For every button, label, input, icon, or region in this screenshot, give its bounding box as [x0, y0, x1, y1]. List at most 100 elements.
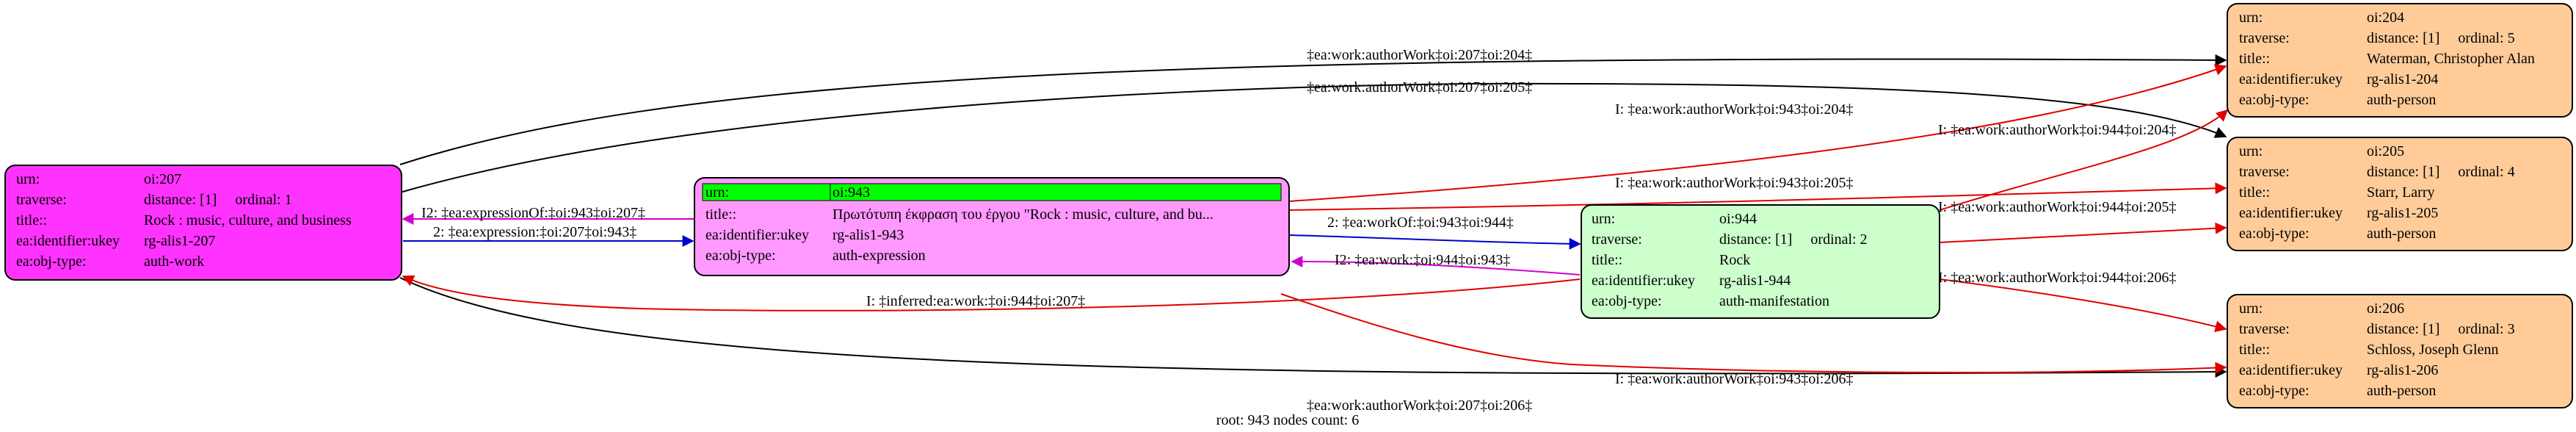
field-value: rg-alis1-204 — [2367, 71, 2438, 87]
field-value: oi:204 — [2367, 10, 2404, 26]
edge-207-206[interactable] — [399, 277, 2227, 378]
field-key: urn: — [705, 184, 729, 201]
field-value: Starr, Larry — [2367, 184, 2435, 201]
node-box — [2227, 294, 2573, 408]
field-value: Waterman, Christopher Alan — [2367, 51, 2535, 67]
edge-944-205[interactable] — [1939, 222, 2227, 243]
field-key: traverse: — [1592, 231, 1642, 248]
edge-943-204[interactable] — [1288, 64, 2227, 202]
edge-944-207-inferred[interactable] — [402, 275, 1581, 312]
edge-label-943-206: I: ‡ea:work:authorWork‡oi:943‡oi:206‡ — [1615, 371, 1853, 387]
node-oi-205[interactable]: urn: oi:205 traverse: distance: [1] ordi… — [2227, 137, 2573, 251]
field-value: oi:207 — [144, 171, 181, 187]
field-value: oi:944 — [1719, 211, 1757, 227]
field-key: urn: — [16, 171, 40, 187]
edge-207-205[interactable] — [399, 82, 2227, 193]
edge-label-943-205: I: ‡ea:work:authorWork‡oi:943‡oi:205‡ — [1615, 175, 1853, 191]
field-value: distance: [1] ordinal: 4 — [2367, 164, 2515, 180]
edge-label-944-205: I: ‡ea:work:authorWork‡oi:944‡oi:205‡ — [1938, 199, 2176, 215]
field-key: title:: — [16, 212, 47, 228]
field-value: oi:943 — [832, 184, 870, 201]
node-box — [2227, 137, 2573, 251]
edge-label-944-943-work: I2: ‡ea:work:‡oi:944‡oi:943‡ — [1335, 252, 1510, 268]
field-key: urn: — [1592, 211, 1615, 227]
field-value: distance: [1] ordinal: 2 — [1719, 231, 1868, 248]
field-value: rg-alis1-207 — [144, 233, 215, 249]
field-value: rg-alis1-206 — [2367, 362, 2438, 378]
field-value: rg-alis1-944 — [1719, 273, 1790, 289]
edge-label-943-944-workof: 2: ‡ea:workOf:‡oi:943‡oi:944‡ — [1327, 215, 1514, 231]
field-value: Schloss, Joseph Glenn — [2367, 342, 2498, 358]
edge-label-207-206: ‡ea:work:authorWork‡oi:207‡oi:206‡ — [1307, 397, 1532, 414]
field-key: urn: — [2239, 143, 2263, 159]
field-value: auth-person — [2367, 226, 2436, 242]
edge-944-943-work[interactable] — [1291, 256, 1581, 276]
field-key: ea:identifier:ukey — [16, 233, 120, 249]
field-value: Πρωτότυπη έκφραση του έργου "Rock : musi… — [832, 206, 1213, 223]
edge-label-207-205: ‡ea:work:authorWork‡oi:207‡oi:205‡ — [1307, 79, 1532, 96]
field-key: ea:identifier:ukey — [2239, 362, 2343, 378]
edge-label-207-204: ‡ea:work:authorWork‡oi:207‡oi:204‡ — [1307, 47, 1532, 63]
edge-label-944-206: I: ‡ea:work:authorWork‡oi:944‡oi:206‡ — [1938, 270, 2176, 286]
edge-943-206[interactable] — [1280, 293, 2227, 374]
graph-footer: root: 943 nodes count: 6 — [1216, 412, 1359, 428]
field-value: rg-alis1-943 — [832, 227, 904, 243]
field-value: auth-manifestation — [1719, 293, 1829, 309]
field-key: traverse: — [2239, 164, 2290, 180]
edge-943-944-workof[interactable] — [1288, 234, 1581, 250]
field-key: ea:obj-type: — [2239, 92, 2310, 108]
field-key: urn: — [2239, 10, 2263, 26]
edge-207-204[interactable] — [399, 54, 2227, 165]
field-key: ea:obj-type: — [2239, 383, 2310, 399]
field-key: ea:obj-type: — [16, 253, 87, 270]
node-oi-944[interactable]: urn: oi:944 traverse: distance: [1] ordi… — [1581, 204, 1940, 319]
field-key: ea:identifier:ukey — [2239, 205, 2343, 221]
field-value: auth-work — [144, 253, 204, 270]
field-key: title:: — [2239, 184, 2270, 201]
urn-value-highlight — [830, 183, 1282, 201]
field-key: title:: — [2239, 51, 2270, 67]
field-key: urn: — [2239, 300, 2263, 317]
edges — [399, 54, 2229, 378]
field-value: Rock : music, culture, and business — [144, 212, 352, 228]
field-value: distance: [1] ordinal: 3 — [2367, 321, 2515, 337]
edge-label-943-207-expressionof: I2: ‡ea:expressionOf:‡oi:943‡oi:207‡ — [421, 205, 645, 221]
node-oi-206[interactable]: urn: oi:206 traverse: distance: [1] ordi… — [2227, 294, 2573, 408]
field-key: title:: — [1592, 252, 1622, 268]
field-value: oi:206 — [2367, 300, 2404, 317]
field-key: traverse: — [2239, 30, 2290, 46]
node-box — [694, 177, 1290, 276]
node-oi-207[interactable]: urn: oi:207 traverse: distance: [1] ordi… — [4, 165, 402, 281]
node-oi-943[interactable]: urn: oi:943 title:: Πρωτότυπη έκφραση το… — [694, 177, 1290, 276]
edge-label-943-204: I: ‡ea:work:authorWork‡oi:943‡oi:204‡ — [1615, 101, 1853, 118]
node-box — [1581, 204, 1940, 319]
field-key: traverse: — [16, 192, 67, 208]
field-value: distance: [1] ordinal: 1 — [144, 192, 292, 208]
node-box — [2227, 3, 2573, 118]
field-key: ea:obj-type: — [2239, 226, 2310, 242]
field-value: auth-person — [2367, 383, 2436, 399]
edge-label-207-943-expression: 2: ‡ea:expression:‡oi:207‡oi:943‡ — [433, 224, 636, 240]
edge-944-206[interactable] — [1939, 278, 2227, 333]
field-value: rg-alis1-205 — [2367, 205, 2438, 221]
field-key: ea:obj-type: — [1592, 293, 1662, 309]
field-key: ea:identifier:ukey — [2239, 71, 2343, 87]
field-value: Rock — [1719, 252, 1750, 268]
node-box — [4, 165, 402, 281]
field-key: title:: — [2239, 342, 2270, 358]
field-key: ea:obj-type: — [705, 248, 776, 264]
edge-label-944-207-inferred: I: ‡inferred:ea:work:‡oi:944‡oi:207‡ — [866, 293, 1085, 309]
field-value: auth-person — [2367, 92, 2436, 108]
field-value: oi:205 — [2367, 143, 2404, 159]
field-key: ea:identifier:ukey — [705, 227, 809, 243]
edge-labels: ‡ea:work:authorWork‡oi:207‡oi:204‡ ‡ea:w… — [421, 47, 2176, 414]
field-key: traverse: — [2239, 321, 2290, 337]
field-value: auth-expression — [832, 248, 926, 264]
edge-label-944-204: I: ‡ea:work:authorWork‡oi:944‡oi:204‡ — [1938, 122, 2176, 138]
node-oi-204[interactable]: urn: oi:204 traverse: distance: [1] ordi… — [2227, 3, 2573, 118]
field-value: distance: [1] ordinal: 5 — [2367, 30, 2515, 46]
edge-943-205[interactable] — [1288, 182, 2227, 211]
edge-944-204[interactable] — [1939, 109, 2229, 211]
